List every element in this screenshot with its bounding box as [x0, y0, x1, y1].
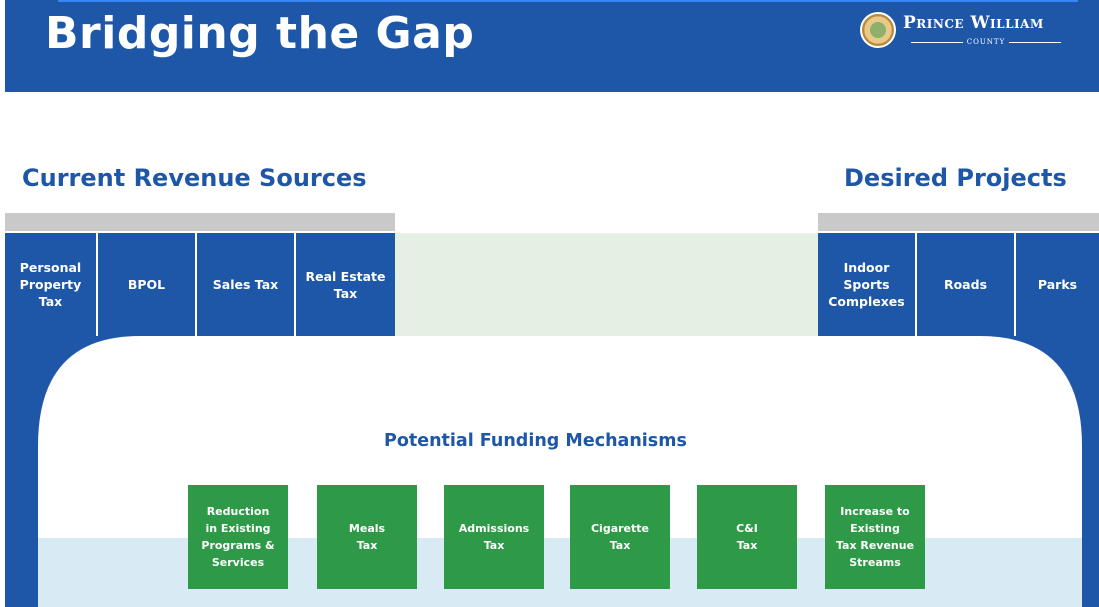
revenue-source-box: BPOL	[98, 233, 197, 336]
funding-mechanism-box: Cigarette Tax	[570, 485, 670, 589]
page-title: Bridging the Gap	[45, 8, 475, 59]
revenue-heading: Current Revenue Sources	[22, 164, 367, 192]
logo-subtitle: COUNTY	[903, 38, 1069, 46]
revenue-source-box: Real Estate Tax	[296, 233, 395, 336]
project-box: Indoor Sports Complexes	[818, 233, 917, 336]
funding-mechanism-box: Increase to Existing Tax Revenue Streams	[825, 485, 925, 589]
revenue-source-box: Personal Property Tax	[5, 233, 98, 336]
funding-mechanism-box: Admissions Tax	[444, 485, 544, 589]
desired-projects-row: Indoor Sports Complexes Roads Parks	[818, 233, 1099, 336]
revenue-source-box: Sales Tax	[197, 233, 296, 336]
projects-gray-bar	[818, 213, 1099, 231]
header-link-underline	[58, 0, 1078, 5]
header-banner	[5, 0, 1099, 92]
mechanisms-heading: Potential Funding Mechanisms	[384, 431, 687, 451]
funding-mechanism-box: Meals Tax	[317, 485, 417, 589]
revenue-sources-row: Personal Property Tax BPOL Sales Tax Rea…	[5, 233, 395, 336]
project-box: Parks	[1016, 233, 1099, 336]
logo-name: Prince William	[903, 13, 1044, 33]
revenue-gray-bar	[5, 213, 395, 231]
funding-mechanism-box: Reduction in Existing Programs & Service…	[188, 485, 288, 589]
projects-heading: Desired Projects	[844, 164, 1067, 192]
county-seal-icon	[860, 12, 896, 48]
funding-gap	[395, 233, 818, 336]
funding-mechanism-box: C&I Tax	[697, 485, 797, 589]
project-box: Roads	[917, 233, 1016, 336]
